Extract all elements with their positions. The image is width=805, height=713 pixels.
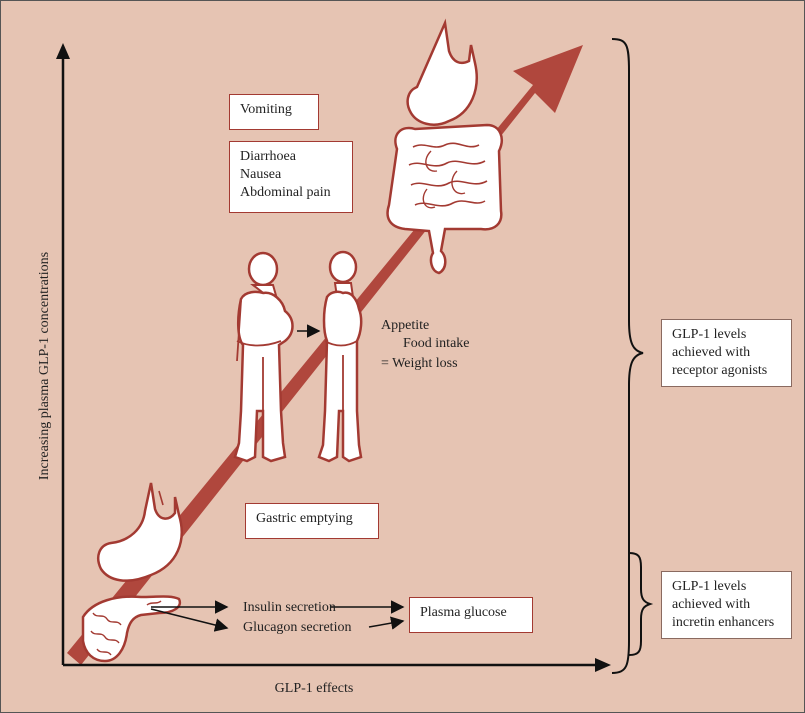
x-axis-label: GLP-1 effects	[275, 681, 354, 697]
vomiting-box: Vomiting	[229, 94, 319, 130]
x-axis	[63, 658, 611, 672]
y-axis	[56, 43, 70, 665]
weight-loss-label: = Weight loss	[381, 355, 458, 373]
brace-incretin-enhancers	[629, 553, 650, 655]
incretin-enhancers-box: GLP-1 levels achieved with incretin enha…	[661, 571, 792, 639]
person-before-icon	[235, 253, 293, 461]
receptor-agonists-box: GLP-1 levels achieved with receptor agon…	[661, 319, 792, 387]
receptor-agonists-line-2: achieved with	[672, 344, 781, 362]
stomach-icon	[98, 483, 181, 581]
appetite-label: Appetite	[381, 317, 429, 335]
incretin-enhancers-line-3: incretin enhancers	[672, 614, 781, 632]
vomiting-label: Vomiting	[240, 101, 308, 119]
brace-receptor-agonists	[612, 39, 643, 673]
gi-symptom-nausea: Nausea	[240, 166, 342, 184]
insulin-secretion-label: Insulin secretion	[243, 599, 336, 617]
glucagon-secretion-label: Glucagon secretion	[243, 619, 351, 637]
plasma-glucose-box: Plasma glucose	[409, 597, 533, 633]
incretin-enhancers-line-1: GLP-1 levels	[672, 578, 781, 596]
person-after-icon	[319, 252, 361, 461]
gastric-emptying-box: Gastric emptying	[245, 503, 379, 539]
food-intake-label: Food intake	[403, 335, 470, 353]
receptor-agonists-line-1: GLP-1 levels	[672, 326, 781, 344]
gastric-emptying-label: Gastric emptying	[256, 510, 368, 528]
incretin-enhancers-line-2: achieved with	[672, 596, 781, 614]
stomach-intestine-icon	[388, 23, 502, 273]
gi-symptom-abdominal-pain: Abdominal pain	[240, 184, 342, 202]
y-axis-label: Increasing plasma GLP-1 concentrations	[37, 252, 53, 480]
plasma-glucose-label: Plasma glucose	[420, 604, 522, 622]
gi-symptoms-box: Diarrhoea Nausea Abdominal pain	[229, 141, 353, 213]
pancreas-icon	[83, 597, 180, 662]
gi-symptom-diarrhoea: Diarrhoea	[240, 148, 342, 166]
receptor-agonists-line-3: receptor agonists	[672, 362, 781, 380]
